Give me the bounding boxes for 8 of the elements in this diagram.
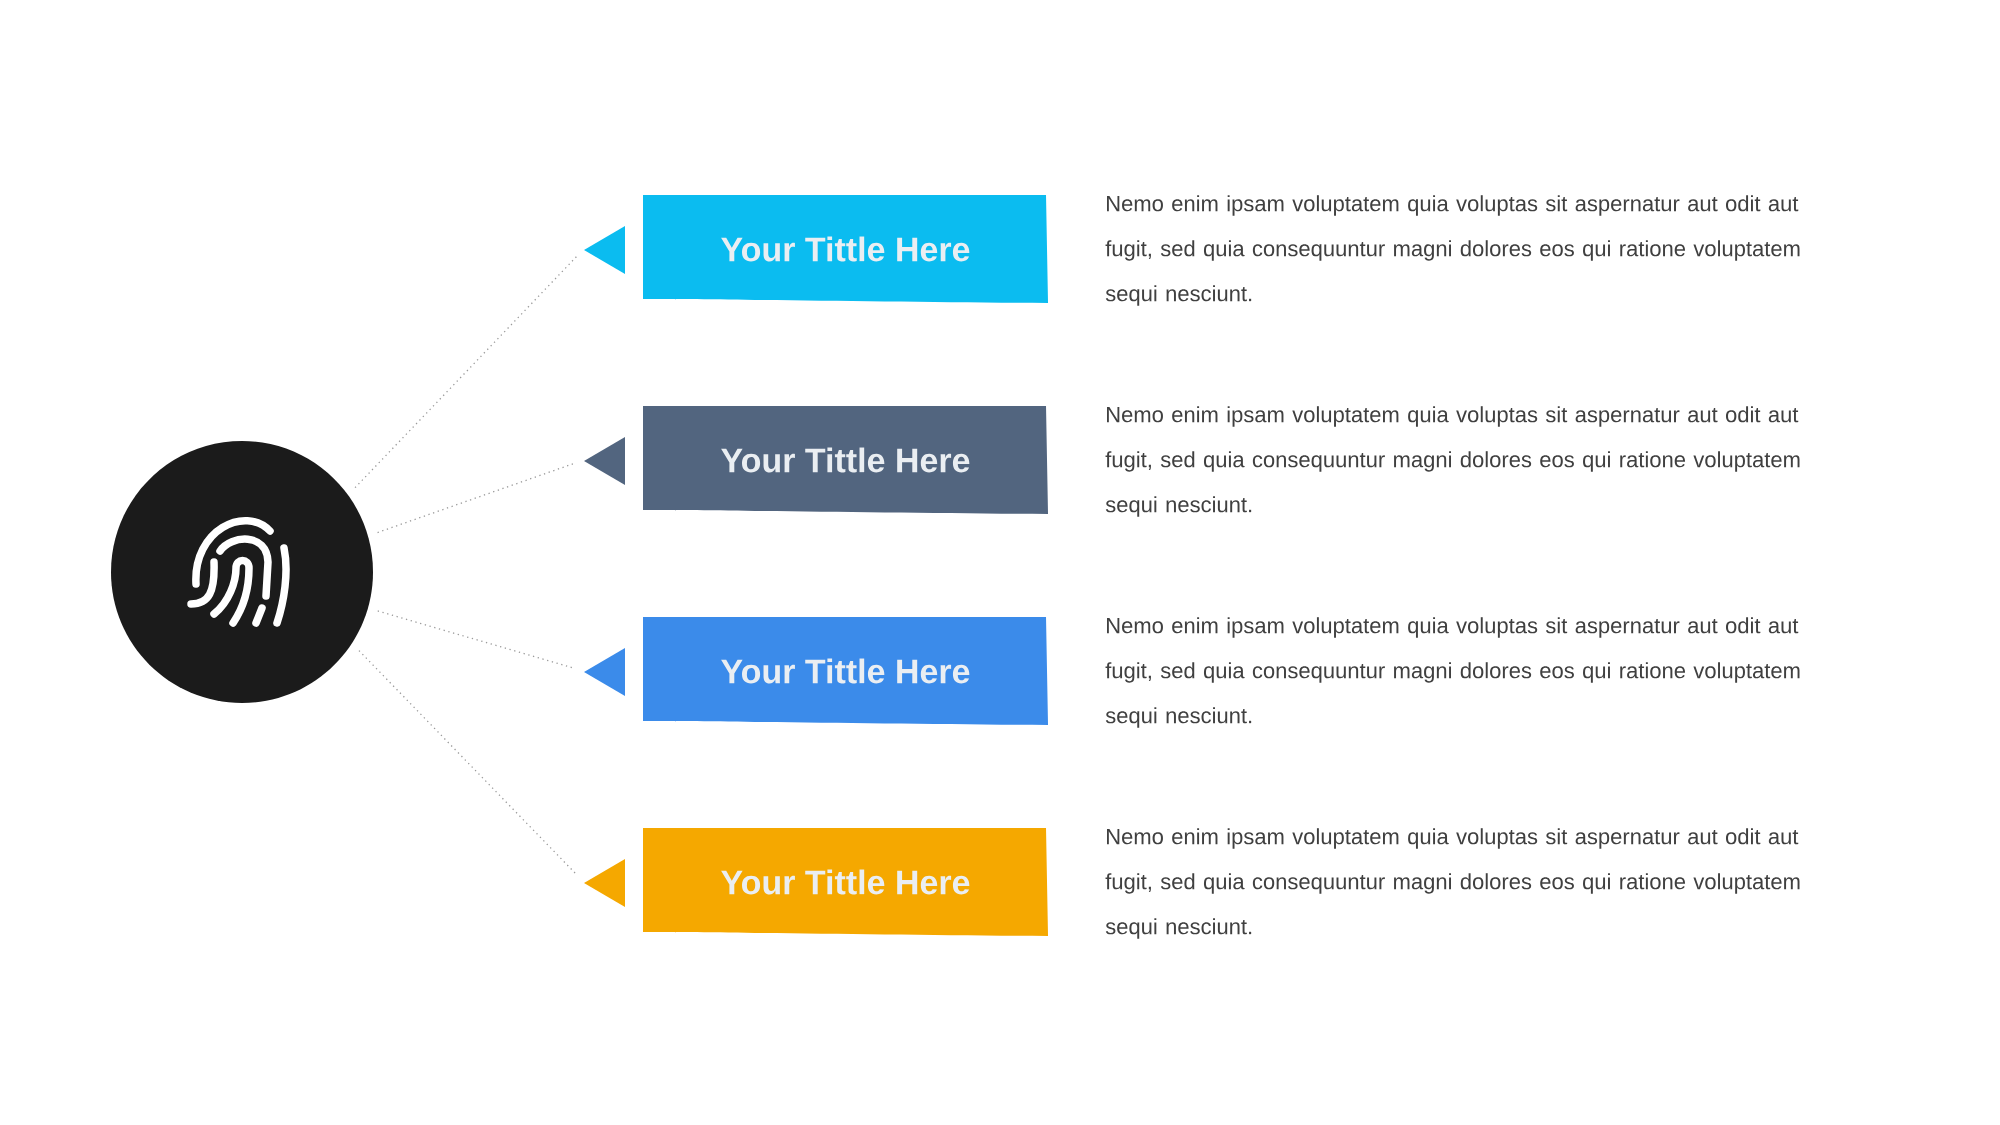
body-text: Nemo enim ipsam voluptatem quia voluptas sit aspernatur aut odit aut fugit, sed quia consequuntur magni dolores eos qui ratione voluptatem sequi nesciunt. (1105, 617, 1800, 728)
title-banner: Your Tittle Here (643, 406, 1048, 514)
body-text: Nemo enim ipsam voluptatem quia voluptas sit aspernatur aut odit aut fugit, sed quia consequuntur magni dolores eos qui ratione voluptatem sequi nesciunt. (1105, 406, 1800, 517)
body-text: Nemo enim ipsam voluptatem quia voluptas sit aspernatur aut odit aut fugit, sed quia consequuntur magni dolores eos qui ratione voluptatem sequi nesciunt. (1105, 195, 1800, 306)
title-banner: Your Tittle Here (643, 828, 1048, 936)
title-banner: Your Tittle Here (643, 617, 1048, 725)
title-banner: Your Tittle Here (643, 195, 1048, 303)
body-text: Nemo enim ipsam voluptatem quia voluptas sit aspernatur aut odit aut fugit, sed quia consequuntur magni dolores eos qui ratione voluptatem sequi nesciunt. (1105, 828, 1800, 939)
